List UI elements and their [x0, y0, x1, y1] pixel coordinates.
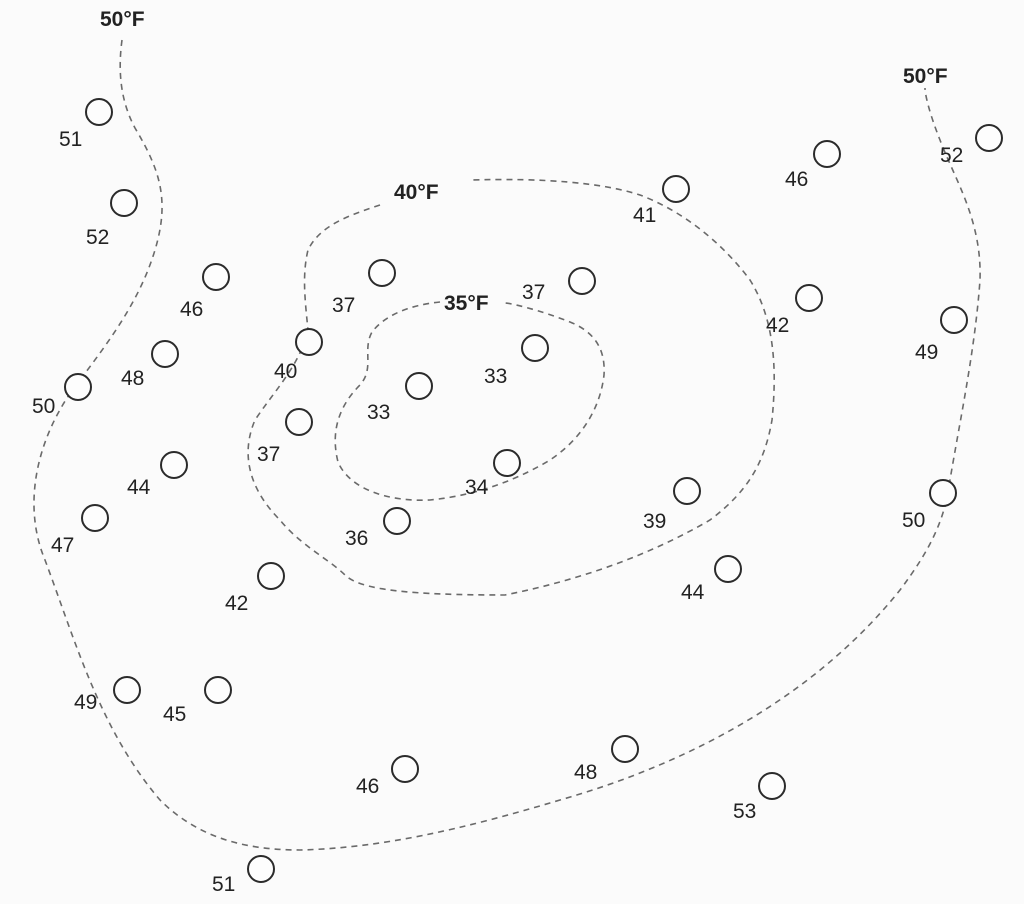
station-temp: 52 [940, 144, 963, 167]
station: 34 [465, 449, 521, 499]
station-temp: 42 [766, 314, 789, 337]
station: 39 [643, 477, 701, 533]
station: 52 [940, 124, 1003, 167]
station: 51 [59, 98, 113, 151]
station-marker [383, 507, 411, 535]
station: 36 [345, 507, 411, 550]
station-temp: 36 [345, 527, 368, 550]
station: 46 [180, 263, 230, 321]
station-marker [202, 263, 230, 291]
station-temp: 42 [225, 592, 248, 615]
station-marker [611, 735, 639, 763]
isotherm-label-35: 35°F [444, 292, 489, 315]
station: 49 [915, 306, 968, 364]
station-marker [368, 259, 396, 287]
station-temp: 46 [356, 775, 379, 798]
station-temp: 44 [127, 476, 151, 499]
station: 50 [902, 479, 957, 532]
station-temp: 48 [574, 761, 597, 784]
station: 37 [257, 408, 313, 466]
station-temp: 41 [633, 204, 656, 227]
station-marker [257, 562, 285, 590]
station-temp: 53 [733, 800, 756, 823]
station: 42 [225, 562, 285, 615]
station-marker [160, 451, 188, 479]
station: 33 [367, 372, 433, 424]
station: 48 [121, 340, 179, 390]
station-marker [521, 334, 549, 362]
station: 50 [32, 373, 92, 418]
station-marker [493, 449, 521, 477]
station-temp: 50 [902, 509, 925, 532]
station-marker [758, 772, 786, 800]
station: 37 [332, 259, 396, 317]
station-temp: 34 [465, 476, 489, 499]
station: 44 [127, 451, 188, 499]
station-marker [940, 306, 968, 334]
station-temp: 45 [163, 703, 186, 726]
isotherm-label-40: 40°F [394, 181, 439, 204]
station-temp: 40 [274, 360, 297, 383]
station-marker [714, 555, 742, 583]
station: 46 [785, 140, 841, 191]
station-temp: 37 [332, 294, 355, 317]
station: 51 [212, 855, 275, 896]
station-marker [285, 408, 313, 436]
station: 47 [51, 504, 109, 557]
station-marker [813, 140, 841, 168]
isotherm-40-line [247, 178, 775, 596]
station-temp: 49 [915, 341, 938, 364]
station: 45 [163, 676, 232, 726]
station-temp: 33 [484, 365, 507, 388]
station-marker [110, 189, 138, 217]
station-temp: 48 [121, 367, 144, 390]
station-temp: 52 [86, 226, 109, 249]
station: 42 [766, 284, 823, 337]
station-temp: 49 [74, 691, 97, 714]
station-temp: 37 [522, 281, 545, 304]
station-marker [405, 372, 433, 400]
station: 33 [484, 334, 549, 388]
station-temp: 44 [681, 581, 705, 604]
station-temp: 46 [180, 298, 203, 321]
station: 49 [74, 676, 141, 714]
station-marker [795, 284, 823, 312]
isotherm-label-50-west: 50°F [100, 8, 145, 31]
station-temp: 51 [212, 873, 235, 896]
station-marker [568, 267, 596, 295]
station-marker [975, 124, 1003, 152]
station: 37 [522, 267, 596, 304]
station-marker [391, 755, 419, 783]
station: 48 [574, 735, 639, 784]
isotherm-label-50-east: 50°F [903, 65, 948, 88]
station-marker [247, 855, 275, 883]
station-marker [113, 676, 141, 704]
station: 40 [274, 328, 323, 383]
station-temp: 39 [643, 510, 666, 533]
station-temp: 33 [367, 401, 390, 424]
station-marker [295, 328, 323, 356]
isotherm-35-line [334, 301, 605, 501]
station: 52 [86, 189, 138, 249]
station-marker [85, 98, 113, 126]
station-temp: 50 [32, 395, 55, 418]
station-temp: 46 [785, 168, 808, 191]
station: 44 [681, 555, 742, 604]
station-marker [81, 504, 109, 532]
station-marker [151, 340, 179, 368]
station: 46 [356, 755, 419, 798]
station-marker [929, 479, 957, 507]
station: 41 [633, 175, 690, 227]
station-marker [204, 676, 232, 704]
station-marker [64, 373, 92, 401]
station-marker [673, 477, 701, 505]
station-temp: 37 [257, 443, 280, 466]
station: 53 [733, 772, 786, 823]
station-temp: 47 [51, 534, 74, 557]
station-temp: 51 [59, 128, 82, 151]
station-marker [662, 175, 690, 203]
